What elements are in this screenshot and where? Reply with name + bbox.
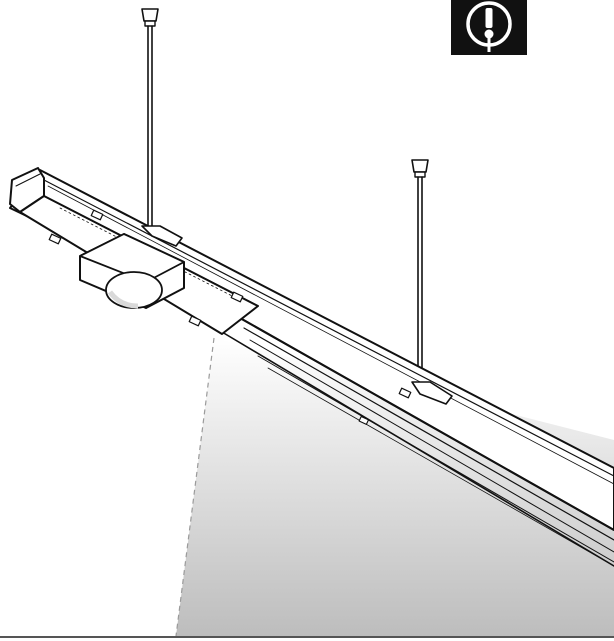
suspension-wire-1 bbox=[141, 8, 159, 229]
suspension-wire-2 bbox=[411, 159, 429, 385]
info-icon bbox=[466, 1, 512, 52]
presence-sensor bbox=[79, 233, 185, 309]
wire-bracket-2 bbox=[398, 381, 453, 405]
wire-bracket-1 bbox=[141, 225, 183, 247]
info-badge bbox=[451, 0, 527, 55]
rail-clip bbox=[358, 415, 370, 425]
